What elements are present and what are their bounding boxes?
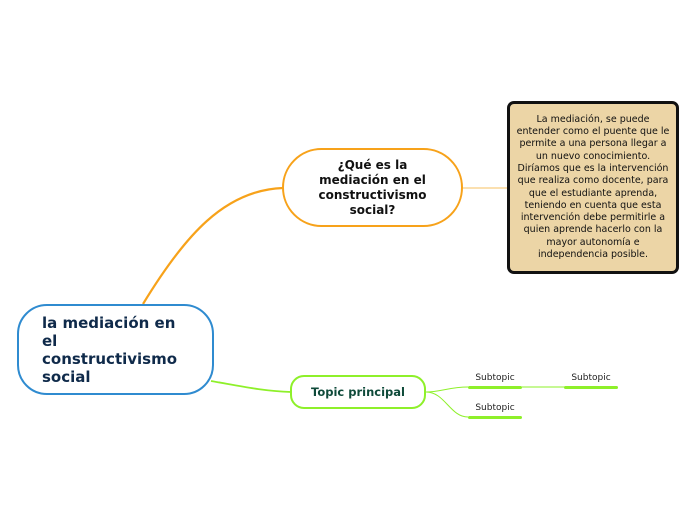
subtopic-1-underline	[468, 386, 522, 389]
note-text: La mediación, se puede entender como el …	[516, 113, 670, 260]
central-topic-text: la mediación en el constructivismo socia…	[42, 313, 178, 386]
topic-node-question[interactable]: ¿Qué es la mediación en el constructivis…	[282, 148, 463, 227]
note-callout[interactable]: La mediación, se puede entender como el …	[507, 101, 679, 274]
subtopic-2-label: Subtopic	[475, 403, 515, 413]
subtopic-1-1-label: Subtopic	[571, 373, 611, 383]
subtopic-node-2[interactable]: Subtopic	[468, 401, 522, 419]
subtopic-node-1-1[interactable]: Subtopic	[564, 371, 618, 389]
topic-question-text: ¿Qué es la mediación en el constructivis…	[318, 157, 427, 217]
subtopic-2-underline	[468, 416, 522, 419]
connector-topic-to-subtopic-2	[425, 391, 469, 418]
connector-topic-to-subtopic-1	[425, 386, 469, 393]
subtopic-node-1[interactable]: Subtopic	[468, 371, 522, 389]
topic-node-principal[interactable]: Topic principal	[290, 375, 426, 409]
subtopic-1-label: Subtopic	[475, 373, 515, 383]
connector-central-to-topic-principal	[210, 380, 292, 393]
connector-central-to-question	[142, 186, 284, 305]
subtopic-1-1-underline	[564, 386, 618, 389]
topic-principal-text: Topic principal	[311, 385, 405, 399]
central-topic-node[interactable]: la mediación en el constructivismo socia…	[17, 304, 214, 395]
